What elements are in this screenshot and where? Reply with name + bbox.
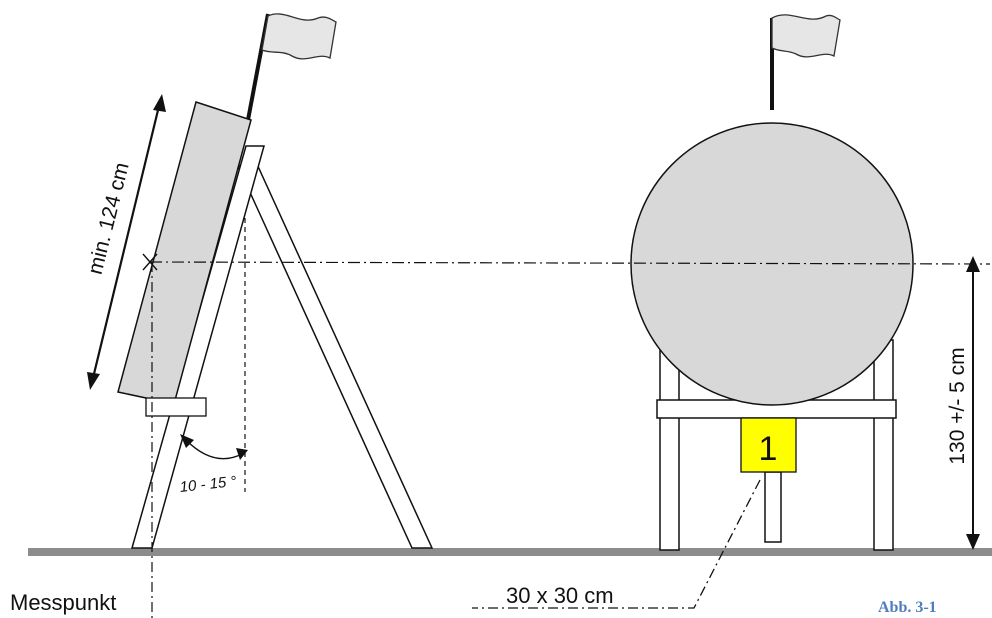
stand-post-right [873,339,894,551]
arc-arrowhead-left [180,434,194,448]
arc-arrowhead-right [236,448,248,460]
side-flag [261,13,337,60]
stand-post-left [659,339,680,551]
length-dimension-line [91,105,161,379]
measuring-point-label: Messpunkt [10,590,116,615]
number-plate [740,417,797,473]
tilt-angle-label: 10 - 15 ° [179,473,237,496]
length-dimension-label: min. 124 cm [84,160,134,277]
height-arrowhead-bottom [966,534,980,550]
length-arrowhead-bottom [87,372,100,390]
board-rest-bracket [145,397,207,417]
number-plate-leader [472,479,761,609]
length-arrowhead-top [153,94,166,112]
figure-caption: Abb. 3-1 [878,599,937,616]
stand-rear-leg [764,471,782,543]
front-flag [771,14,841,58]
side-view [87,13,434,618]
number-plate-number: 1 [759,430,778,468]
front-view: 1 [472,14,980,609]
tilt-angle-arc [185,439,243,460]
center-height-reference-line [149,261,991,265]
rear-support-leg [236,161,434,549]
ground-line [28,548,992,556]
number-plate-size-label: 30 x 30 cm [506,583,614,608]
center-height-label: 130 +/- 5 cm [946,347,969,464]
